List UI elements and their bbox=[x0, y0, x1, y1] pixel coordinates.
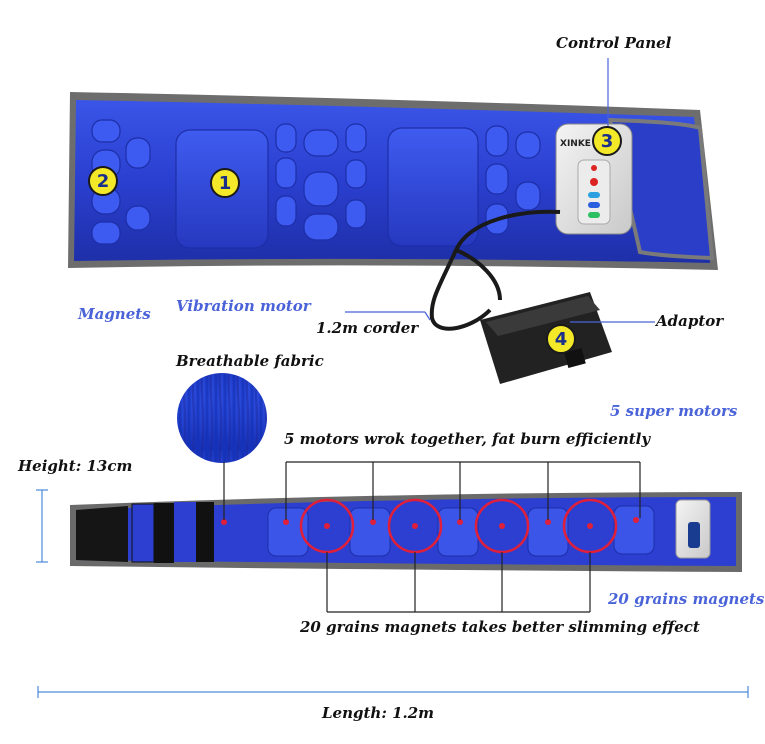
label-grains-magnets: 20 grains magnets bbox=[608, 590, 765, 608]
belt-bottom bbox=[70, 492, 742, 572]
label-height: Height: 13cm bbox=[18, 457, 133, 475]
label-vibration-motor: Vibration motor bbox=[176, 297, 311, 315]
fabric-swatch bbox=[177, 373, 267, 463]
label-corder: 1.2m corder bbox=[316, 319, 419, 337]
label-magnets: Magnets bbox=[78, 305, 151, 323]
badge-4: 4 bbox=[546, 324, 576, 354]
label-motors-together: 5 motors wrok together, fat burn efficie… bbox=[284, 430, 651, 448]
label-length: Length: 1.2m bbox=[322, 704, 435, 722]
label-breathable-fabric: Breathable fabric bbox=[176, 352, 324, 370]
label-super-motors: 5 super motors bbox=[610, 402, 738, 420]
badge-2: 2 bbox=[88, 166, 118, 196]
label-grains-effect: 20 grains magnets takes better slimming … bbox=[300, 618, 700, 636]
badge-3: 3 bbox=[592, 126, 622, 156]
device-brand-text: XINKE bbox=[560, 139, 591, 149]
label-adaptor: Adaptor bbox=[656, 312, 724, 330]
label-control-panel: Control Panel bbox=[556, 34, 672, 52]
badge-1: 1 bbox=[210, 168, 240, 198]
